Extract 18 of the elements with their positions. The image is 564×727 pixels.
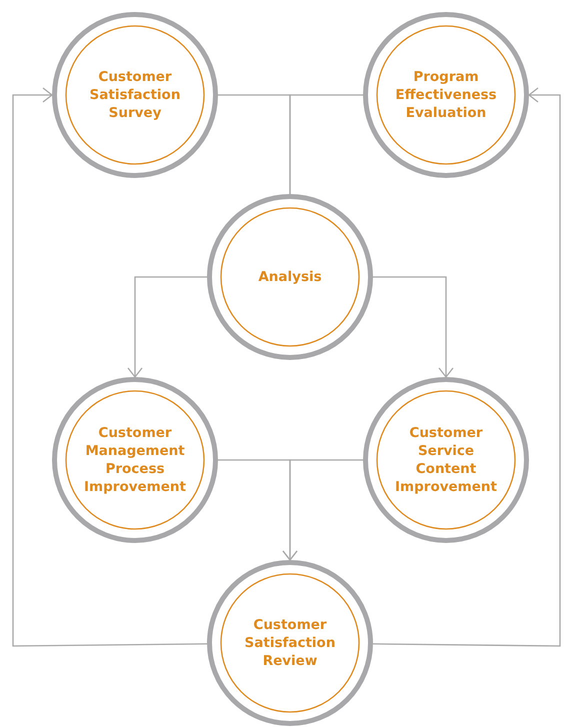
circle-node xyxy=(52,377,218,543)
node-label: Customer Satisfaction Review xyxy=(244,616,336,670)
node-label: Customer Service Content Improvement xyxy=(394,424,498,496)
circle-node xyxy=(363,377,529,543)
connector-line xyxy=(289,94,363,194)
arrow xyxy=(12,87,207,647)
arrow xyxy=(282,459,363,561)
node-label: Customer Management Process Improvement xyxy=(83,424,187,496)
circle-node xyxy=(363,12,529,178)
node-label: Analysis xyxy=(258,268,322,286)
arrow xyxy=(373,87,561,647)
circle-node xyxy=(52,12,218,178)
arrow xyxy=(373,276,454,378)
arrow xyxy=(127,276,207,378)
node-label: Customer Satisfaction Survey xyxy=(88,68,182,122)
circle-node xyxy=(207,560,373,726)
node-label: Program Effectiveness Evaluation xyxy=(394,68,498,122)
circle-node xyxy=(207,194,373,360)
